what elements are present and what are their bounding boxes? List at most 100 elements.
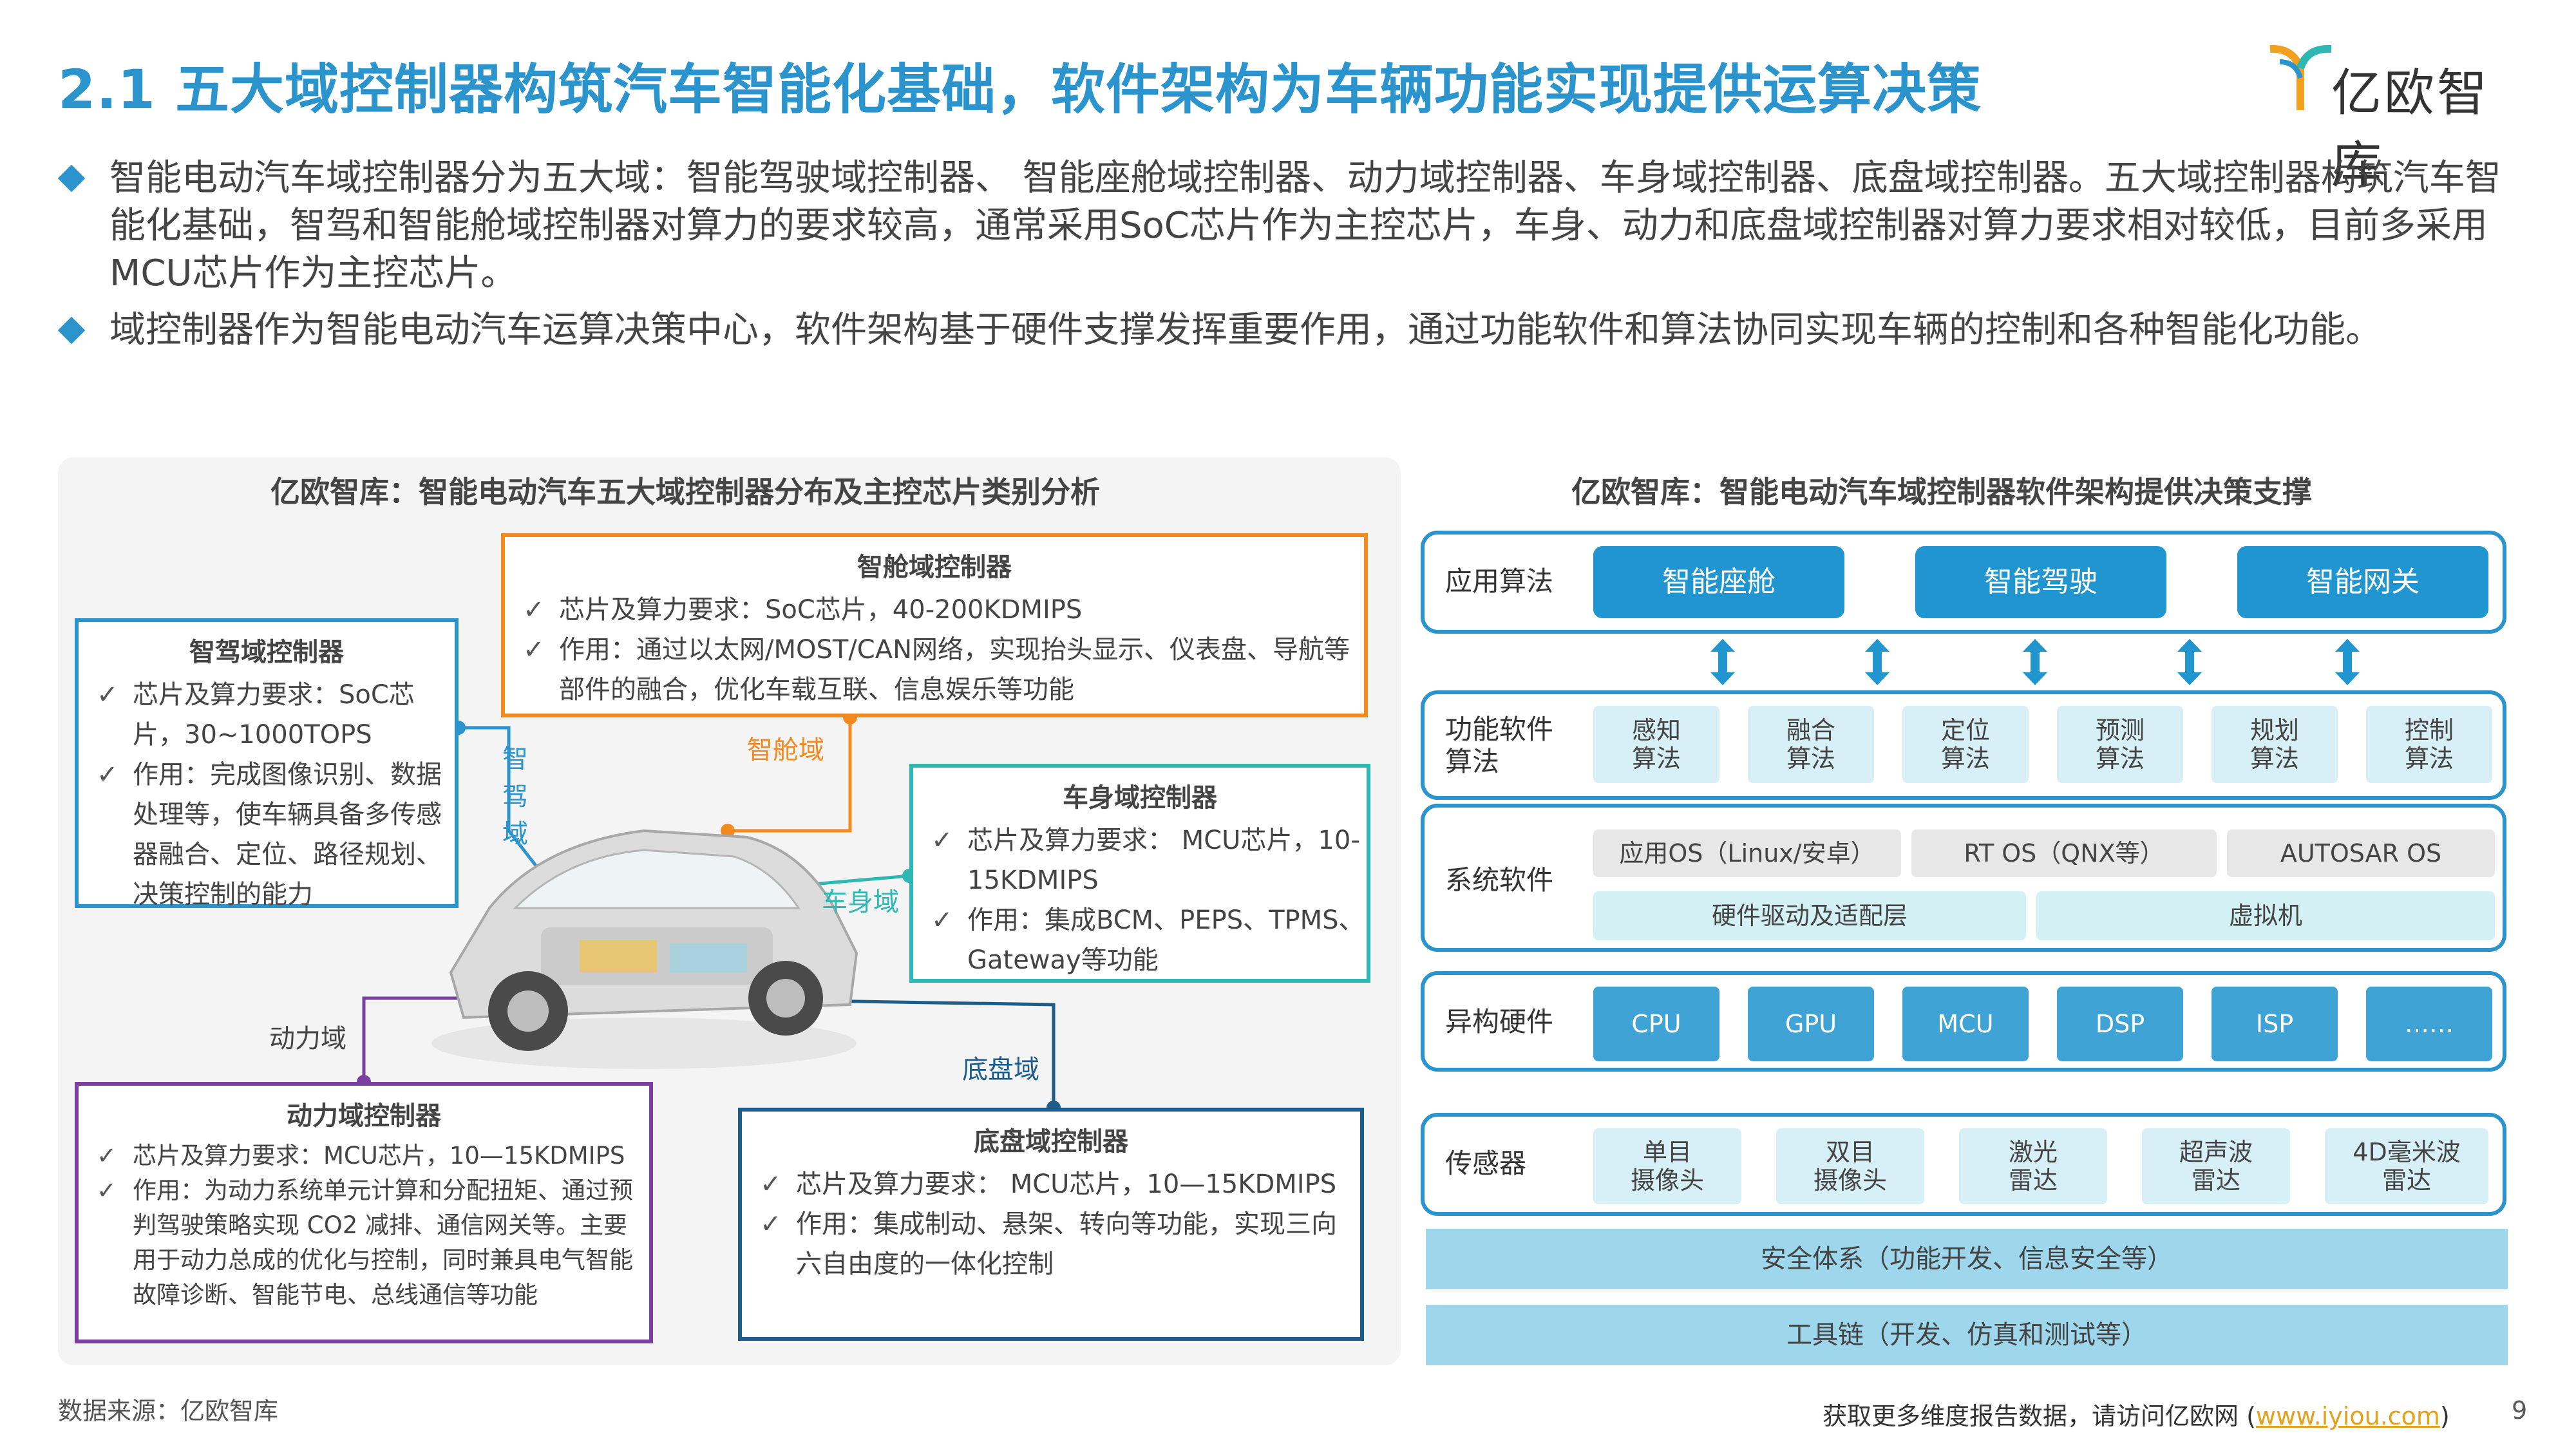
spec-text: 作用：完成图像识别、数据处理等，使车辆具备多传感器融合、定位、路径规划、决策控制… <box>133 760 442 909</box>
hw-item-dsp: DSP <box>2057 987 2183 1061</box>
box-title: 智驾域控制器 <box>189 638 344 667</box>
power-domain-label: 动力域 <box>269 1024 346 1054</box>
data-source: 数据来源：亿欧智库 <box>58 1397 279 1425</box>
spec-text: 作用：通过以太网/MOST/CAN网络，实现抬头显示、仪表盘、导航等部件的融合，… <box>559 635 1350 705</box>
box-title: 智舱域控制器 <box>857 553 1012 582</box>
check-icon: ✓ <box>523 635 545 665</box>
spec-list: ✓ 芯片及算力要求：SoC芯片，30~1000TOPS ✓ 作用：完成图像识别、数据… <box>79 675 455 914</box>
sensor-item-4d-radar: 4D毫米波 雷达 <box>2325 1128 2488 1204</box>
spec-item: ✓ 作用：完成图像识别、数据处理等，使车辆具备多传感器融合、定位、路径规划、决策控… <box>97 755 455 914</box>
spec-item: ✓ 芯片及算力要求：SoC芯片，30~1000TOPS <box>97 675 455 755</box>
func-item-fusion: 融合 算法 <box>1748 706 1874 783</box>
bullet-text: 域控制器作为智能电动汽车运算决策中心，软件架构基于硬件支撑发挥重要作用，通过功能… <box>109 309 2382 351</box>
row-label: 系统软件 <box>1445 864 1554 896</box>
check-icon: ✓ <box>97 680 118 710</box>
check-icon: ✓ <box>97 1177 117 1204</box>
page-number: 9 <box>2512 1396 2528 1425</box>
page-title: 2.1 五大域控制器构筑汽车智能化基础，软件架构为车辆功能实现提供运算决策 <box>58 58 1982 121</box>
check-icon: ✓ <box>97 760 118 790</box>
sensor-item-mono-camera: 单目 摄像头 <box>1593 1128 1741 1204</box>
footer-note: 获取更多维度报告数据，请访问亿欧网 (www.iyiou.com) <box>1823 1396 2450 1432</box>
hw-item-isp: ISP <box>2211 987 2338 1061</box>
body-controller-box: 车身域控制器 ✓ 芯片及算力要求： MCU芯片，10-15KDMIPS ✓ 作用：集… <box>909 764 1370 983</box>
func-item-prediction: 预测 算法 <box>2057 706 2183 783</box>
hardware-row: 异构硬件 CPU GPU MCU DSP ISP …… <box>1421 971 2506 1072</box>
hw-item-more: …… <box>2366 987 2492 1061</box>
double-arrow-icon <box>2023 639 2047 685</box>
func-item-localization: 定位 算法 <box>1902 706 2029 783</box>
diamond-bullet-icon <box>57 164 86 193</box>
logo-mark-icon <box>2269 44 2332 110</box>
spec-text: 芯片及算力要求： MCU芯片，10-15KDMIPS <box>967 826 1360 895</box>
spec-text: 作用：集成制动、悬架、转向等功能，实现三向六自由度的一体化控制 <box>796 1209 1337 1279</box>
hw-item-gpu: GPU <box>1748 987 1874 1061</box>
spec-text: 芯片及算力要求：SoC芯片，30~1000TOPS <box>133 680 415 750</box>
row-label: 异构硬件 <box>1445 1006 1554 1037</box>
left-panel-title: 亿欧智库：智能电动汽车五大域控制器分布及主控芯片类别分析 <box>270 475 1100 509</box>
adas-controller-box: 智驾域控制器 ✓ 芯片及算力要求：SoC芯片，30~1000TOPS ✓ 作用：完成… <box>75 618 459 909</box>
bullet-point: 智能电动汽车域控制器分为五大域：智能驾驶域控制器、 智能座舱域控制器、动力域控制… <box>57 155 2528 298</box>
spec-item: ✓ 芯片及算力要求：MCU芯片，10—15KDMIPS <box>97 1139 649 1173</box>
sensor-item-stereo-camera: 双目 摄像头 <box>1776 1128 1924 1204</box>
chassis-domain-label: 底盘域 <box>962 1055 1039 1084</box>
spec-item: ✓ 芯片及算力要求： MCU芯片，10-15KDMIPS <box>931 820 1367 900</box>
website-link[interactable]: www.iyiou.com <box>2255 1402 2440 1430</box>
check-icon: ✓ <box>931 826 953 855</box>
spec-text: 芯片及算力要求： MCU芯片，10—15KDMIPS <box>796 1170 1337 1199</box>
check-icon: ✓ <box>760 1170 782 1199</box>
spec-item: ✓ 作用：为动力系统单元计算和分配扭矩、通过预判驾驶策略实现 CO2 减排、通信网… <box>97 1173 649 1312</box>
spec-item: ✓芯片及算力要求：SoC芯片，40-200KDMIPS <box>523 590 1364 630</box>
spec-text: 作用：为动力系统单元计算和分配扭矩、通过预判驾驶策略实现 CO2 减排、通信网关… <box>133 1177 633 1309</box>
sys-item-autosar: AUTOSAR OS <box>2227 829 2495 877</box>
box-title: 底盘域控制器 <box>974 1127 1128 1157</box>
spec-text: 芯片及算力要求：MCU芯片，10—15KDMIPS <box>133 1142 625 1170</box>
spec-item: ✓ 作用：集成BCM、PEPS、TPMS、Gateway等功能 <box>931 900 1367 980</box>
cabin-controller-box: 智舱域控制器 ✓芯片及算力要求：SoC芯片，40-200KDMIPS ✓ 作用：通… <box>501 533 1368 717</box>
spec-item: ✓ 作用：通过以太网/MOST/CAN网络，实现抬头显示、仪表盘、导航等部件的融合… <box>523 630 1364 710</box>
body-domain-label: 车身域 <box>822 887 899 917</box>
hw-item-mcu: MCU <box>1902 987 2029 1061</box>
spec-list: ✓ 芯片及算力要求： MCU芯片，10—15KDMIPS ✓ 作用：集成制动、悬架、… <box>742 1164 1360 1284</box>
logo: 亿欧智库 <box>2267 43 2537 194</box>
app-item-smart-cabin: 智能座舱 <box>1593 546 1844 618</box>
sensor-row: 传感器 单目 摄像头 双目 摄像头 激光 雷达 超声波 雷达 4D毫米波 雷达 <box>1421 1113 2506 1216</box>
logo-text: 亿欧智库 <box>2331 64 2490 194</box>
right-panel-title: 亿欧智库：智能电动汽车域控制器软件架构提供决策支撑 <box>1571 475 2312 509</box>
spec-text: 芯片及算力要求：SoC芯片，40-200KDMIPS <box>559 595 1083 625</box>
sys-item-rtos: RT OS（QNX等） <box>1911 829 2217 877</box>
app-item-smart-driving: 智能驾驶 <box>1915 546 2166 618</box>
func-item-perception: 感知 算法 <box>1593 706 1719 783</box>
func-item-control: 控制 算法 <box>2366 706 2492 783</box>
row-label: 应用算法 <box>1445 565 1554 597</box>
security-system-band: 安全体系（功能开发、信息安全等） <box>1426 1229 2508 1289</box>
check-icon: ✓ <box>931 905 953 935</box>
spec-item: ✓ 作用：集成制动、悬架、转向等功能，实现三向六自由度的一体化控制 <box>760 1204 1360 1284</box>
spec-list: ✓芯片及算力要求：SoC芯片，40-200KDMIPS ✓ 作用：通过以太网/MO… <box>505 590 1364 710</box>
row-label: 传感器 <box>1445 1148 1527 1179</box>
car-illustration <box>431 829 858 1069</box>
func-item-planning: 规划 算法 <box>2211 706 2338 783</box>
functional-software-row: 功能软件 算法 感知 算法 融合 算法 定位 算法 预测 算法 规划 算法 控制… <box>1421 690 2506 800</box>
row-label: 功能软件 算法 <box>1445 714 1554 777</box>
spec-list: ✓ 芯片及算力要求： MCU芯片，10-15KDMIPS ✓ 作用：集成BCM、PE… <box>913 820 1367 980</box>
double-arrow-icon <box>1865 639 1889 685</box>
cabin-domain-label: 智舱域 <box>747 735 824 765</box>
app-algorithm-row: 应用算法 智能座舱 智能驾驶 智能网关 <box>1421 531 2506 634</box>
check-icon: ✓ <box>760 1209 782 1239</box>
double-arrow-icon <box>2177 639 2202 685</box>
box-title: 车身域控制器 <box>1063 783 1217 813</box>
app-item-smart-gateway: 智能网关 <box>2237 546 2488 618</box>
bullet-text: 智能电动汽车域控制器分为五大域：智能驾驶域控制器、 智能座舱域控制器、动力域控制… <box>109 157 2501 294</box>
sensor-item-ultrasonic-radar: 超声波 雷达 <box>2142 1128 2290 1204</box>
diamond-bullet-icon <box>57 316 86 345</box>
double-arrow-icon <box>2335 639 2360 685</box>
double-arrow-icon <box>1710 639 1735 685</box>
spec-item: ✓ 芯片及算力要求： MCU芯片，10—15KDMIPS <box>760 1164 1360 1204</box>
sys-item-app-os: 应用OS（Linux/安卓） <box>1593 829 1901 877</box>
footer-close: ) <box>2439 1402 2450 1430</box>
bullet-point: 域控制器作为智能电动汽车运算决策中心，软件架构基于硬件支撑发挥重要作用，通过功能… <box>57 307 2528 354</box>
system-software-row: 系统软件 应用OS（Linux/安卓） RT OS（QNX等） AUTOSAR … <box>1421 804 2506 952</box>
spec-text: 作用：集成BCM、PEPS、TPMS、Gateway等功能 <box>967 905 1365 975</box>
check-icon: ✓ <box>97 1142 117 1170</box>
toolchain-band: 工具链（开发、仿真和测试等） <box>1426 1305 2508 1365</box>
